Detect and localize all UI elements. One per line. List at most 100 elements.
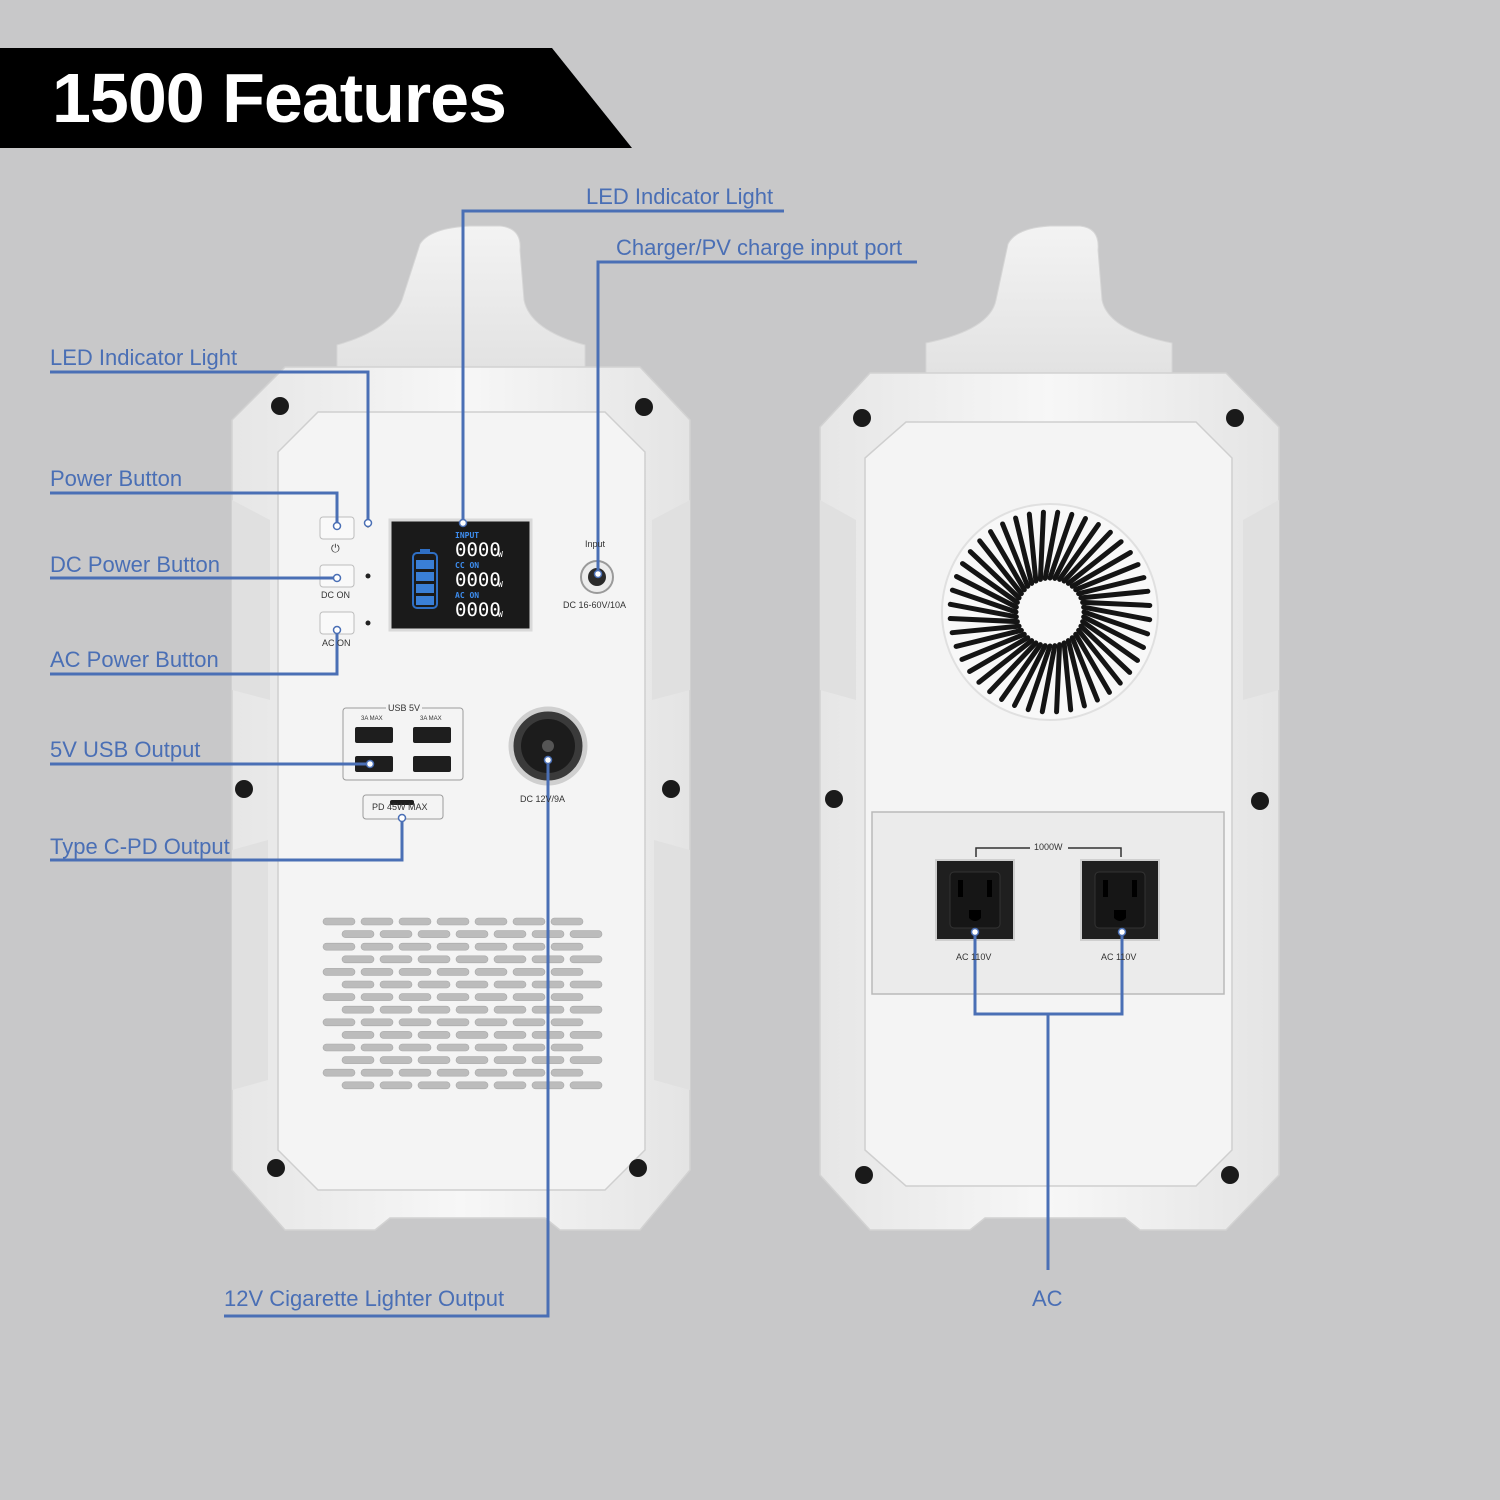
vent-slot bbox=[341, 1056, 375, 1064]
fan-slot bbox=[987, 640, 1039, 695]
vent-slot bbox=[379, 1005, 413, 1014]
back-bumper-left-top bbox=[820, 500, 856, 700]
vent-slot bbox=[455, 1081, 489, 1090]
vent-slot bbox=[493, 930, 527, 938]
vent-slot bbox=[322, 968, 356, 976]
cigarette-lighter-socket-pin bbox=[542, 740, 554, 752]
ac-rating-bracket bbox=[975, 847, 1122, 857]
fan-slot bbox=[1037, 509, 1046, 582]
callout-line-led-top bbox=[461, 209, 784, 523]
usb-port[interactable] bbox=[355, 727, 393, 743]
vent-slot bbox=[398, 1018, 432, 1027]
input-label: Input bbox=[585, 539, 606, 549]
fan-slot bbox=[953, 627, 1024, 649]
vent-slot bbox=[360, 1043, 394, 1052]
vent-slot bbox=[379, 930, 413, 938]
vent-slot bbox=[360, 968, 394, 976]
title-banner bbox=[0, 48, 632, 148]
vent-slot bbox=[398, 917, 432, 926]
fan-slot bbox=[1073, 631, 1112, 695]
lcd-ac-unit: W bbox=[498, 610, 503, 619]
screw bbox=[1221, 1166, 1239, 1184]
vent-slot bbox=[550, 1068, 584, 1077]
callout-lines bbox=[50, 209, 1124, 1318]
vent-slot bbox=[398, 968, 432, 976]
vent-slot bbox=[398, 1043, 432, 1052]
vent-slot bbox=[474, 1043, 508, 1052]
ac-outlet[interactable] bbox=[1080, 859, 1160, 941]
vent-slot bbox=[417, 1081, 451, 1090]
vent-slot bbox=[417, 1005, 451, 1014]
back-unit bbox=[819, 225, 1280, 1231]
vent-slot bbox=[360, 993, 394, 1001]
fan-slot bbox=[967, 549, 1022, 601]
vent-slot bbox=[379, 955, 413, 964]
vent-slot bbox=[436, 993, 470, 1001]
fan-slot bbox=[1042, 509, 1061, 581]
callout-line-ac-power-button bbox=[50, 630, 339, 676]
dc-on-label: DC ON bbox=[321, 590, 350, 600]
vent-slot bbox=[436, 1068, 470, 1077]
screw bbox=[825, 790, 843, 808]
vent-slot bbox=[512, 1043, 546, 1052]
vent-slot bbox=[493, 1081, 527, 1090]
vent-slot bbox=[493, 1005, 527, 1014]
vent-slot bbox=[398, 1068, 432, 1077]
front-bumper-left-bottom bbox=[232, 840, 268, 1090]
vent-slot bbox=[322, 993, 356, 1001]
vent-slot bbox=[360, 1068, 394, 1077]
back-bumper-right-top bbox=[1243, 500, 1279, 700]
vent-slot bbox=[474, 1068, 508, 1077]
usb-max-left-label: 3A MAX bbox=[361, 716, 383, 722]
vent-slot bbox=[455, 1031, 489, 1039]
fan-slot bbox=[1069, 550, 1133, 589]
vent-slot bbox=[512, 942, 546, 951]
vent-slot bbox=[417, 980, 451, 989]
lcd-input-unit: W bbox=[498, 550, 503, 559]
fan-slot bbox=[999, 642, 1043, 702]
vent-slot bbox=[569, 1031, 603, 1039]
vent-slot bbox=[341, 1081, 375, 1090]
vent-slot bbox=[417, 1031, 451, 1039]
screw bbox=[635, 398, 653, 416]
vent-slot bbox=[322, 942, 356, 951]
fan-slot bbox=[1073, 562, 1141, 593]
callout-power-button: Power Button bbox=[50, 466, 183, 491]
fan-slot bbox=[1065, 638, 1087, 709]
back-handle bbox=[925, 225, 1173, 376]
usb-port[interactable] bbox=[413, 727, 451, 743]
vent-slot bbox=[341, 980, 375, 989]
vent-slot bbox=[322, 1068, 356, 1077]
vent-slot bbox=[569, 1005, 603, 1014]
type-c-port[interactable] bbox=[390, 800, 414, 805]
callout-dc-power-button: DC Power Button bbox=[50, 552, 220, 577]
lcd-cc-value: 0000 bbox=[455, 569, 501, 591]
screw bbox=[1251, 792, 1269, 810]
callout-ac-power-button: AC Power Button bbox=[50, 647, 219, 672]
front-vent-grille bbox=[322, 917, 603, 1090]
vent-slot bbox=[341, 1031, 375, 1039]
fan-slot bbox=[1026, 511, 1039, 584]
fan-slot bbox=[1061, 640, 1074, 713]
vent-slot bbox=[512, 993, 546, 1001]
callout-line-type-c-output bbox=[50, 818, 404, 862]
vent-slot bbox=[436, 917, 470, 926]
vent-slot bbox=[398, 993, 432, 1001]
vent-slot bbox=[550, 1043, 584, 1052]
front-handle bbox=[336, 225, 586, 371]
vent-slot bbox=[550, 993, 584, 1001]
cooling-fan-slots bbox=[947, 509, 1153, 715]
vent-slot bbox=[455, 930, 489, 938]
fan-slot bbox=[947, 616, 1020, 625]
fan-slot bbox=[1078, 623, 1133, 675]
vent-slot bbox=[341, 930, 375, 938]
led-indicator-dot bbox=[365, 620, 371, 626]
fan-slot bbox=[947, 601, 1019, 620]
input-spec-label: DC 16-60V/10A bbox=[563, 600, 627, 610]
usb-port[interactable] bbox=[413, 756, 451, 772]
fan-slot bbox=[949, 623, 1022, 636]
fan-slot bbox=[1047, 511, 1075, 581]
fan-slot bbox=[1078, 588, 1151, 601]
vent-slot bbox=[474, 942, 508, 951]
